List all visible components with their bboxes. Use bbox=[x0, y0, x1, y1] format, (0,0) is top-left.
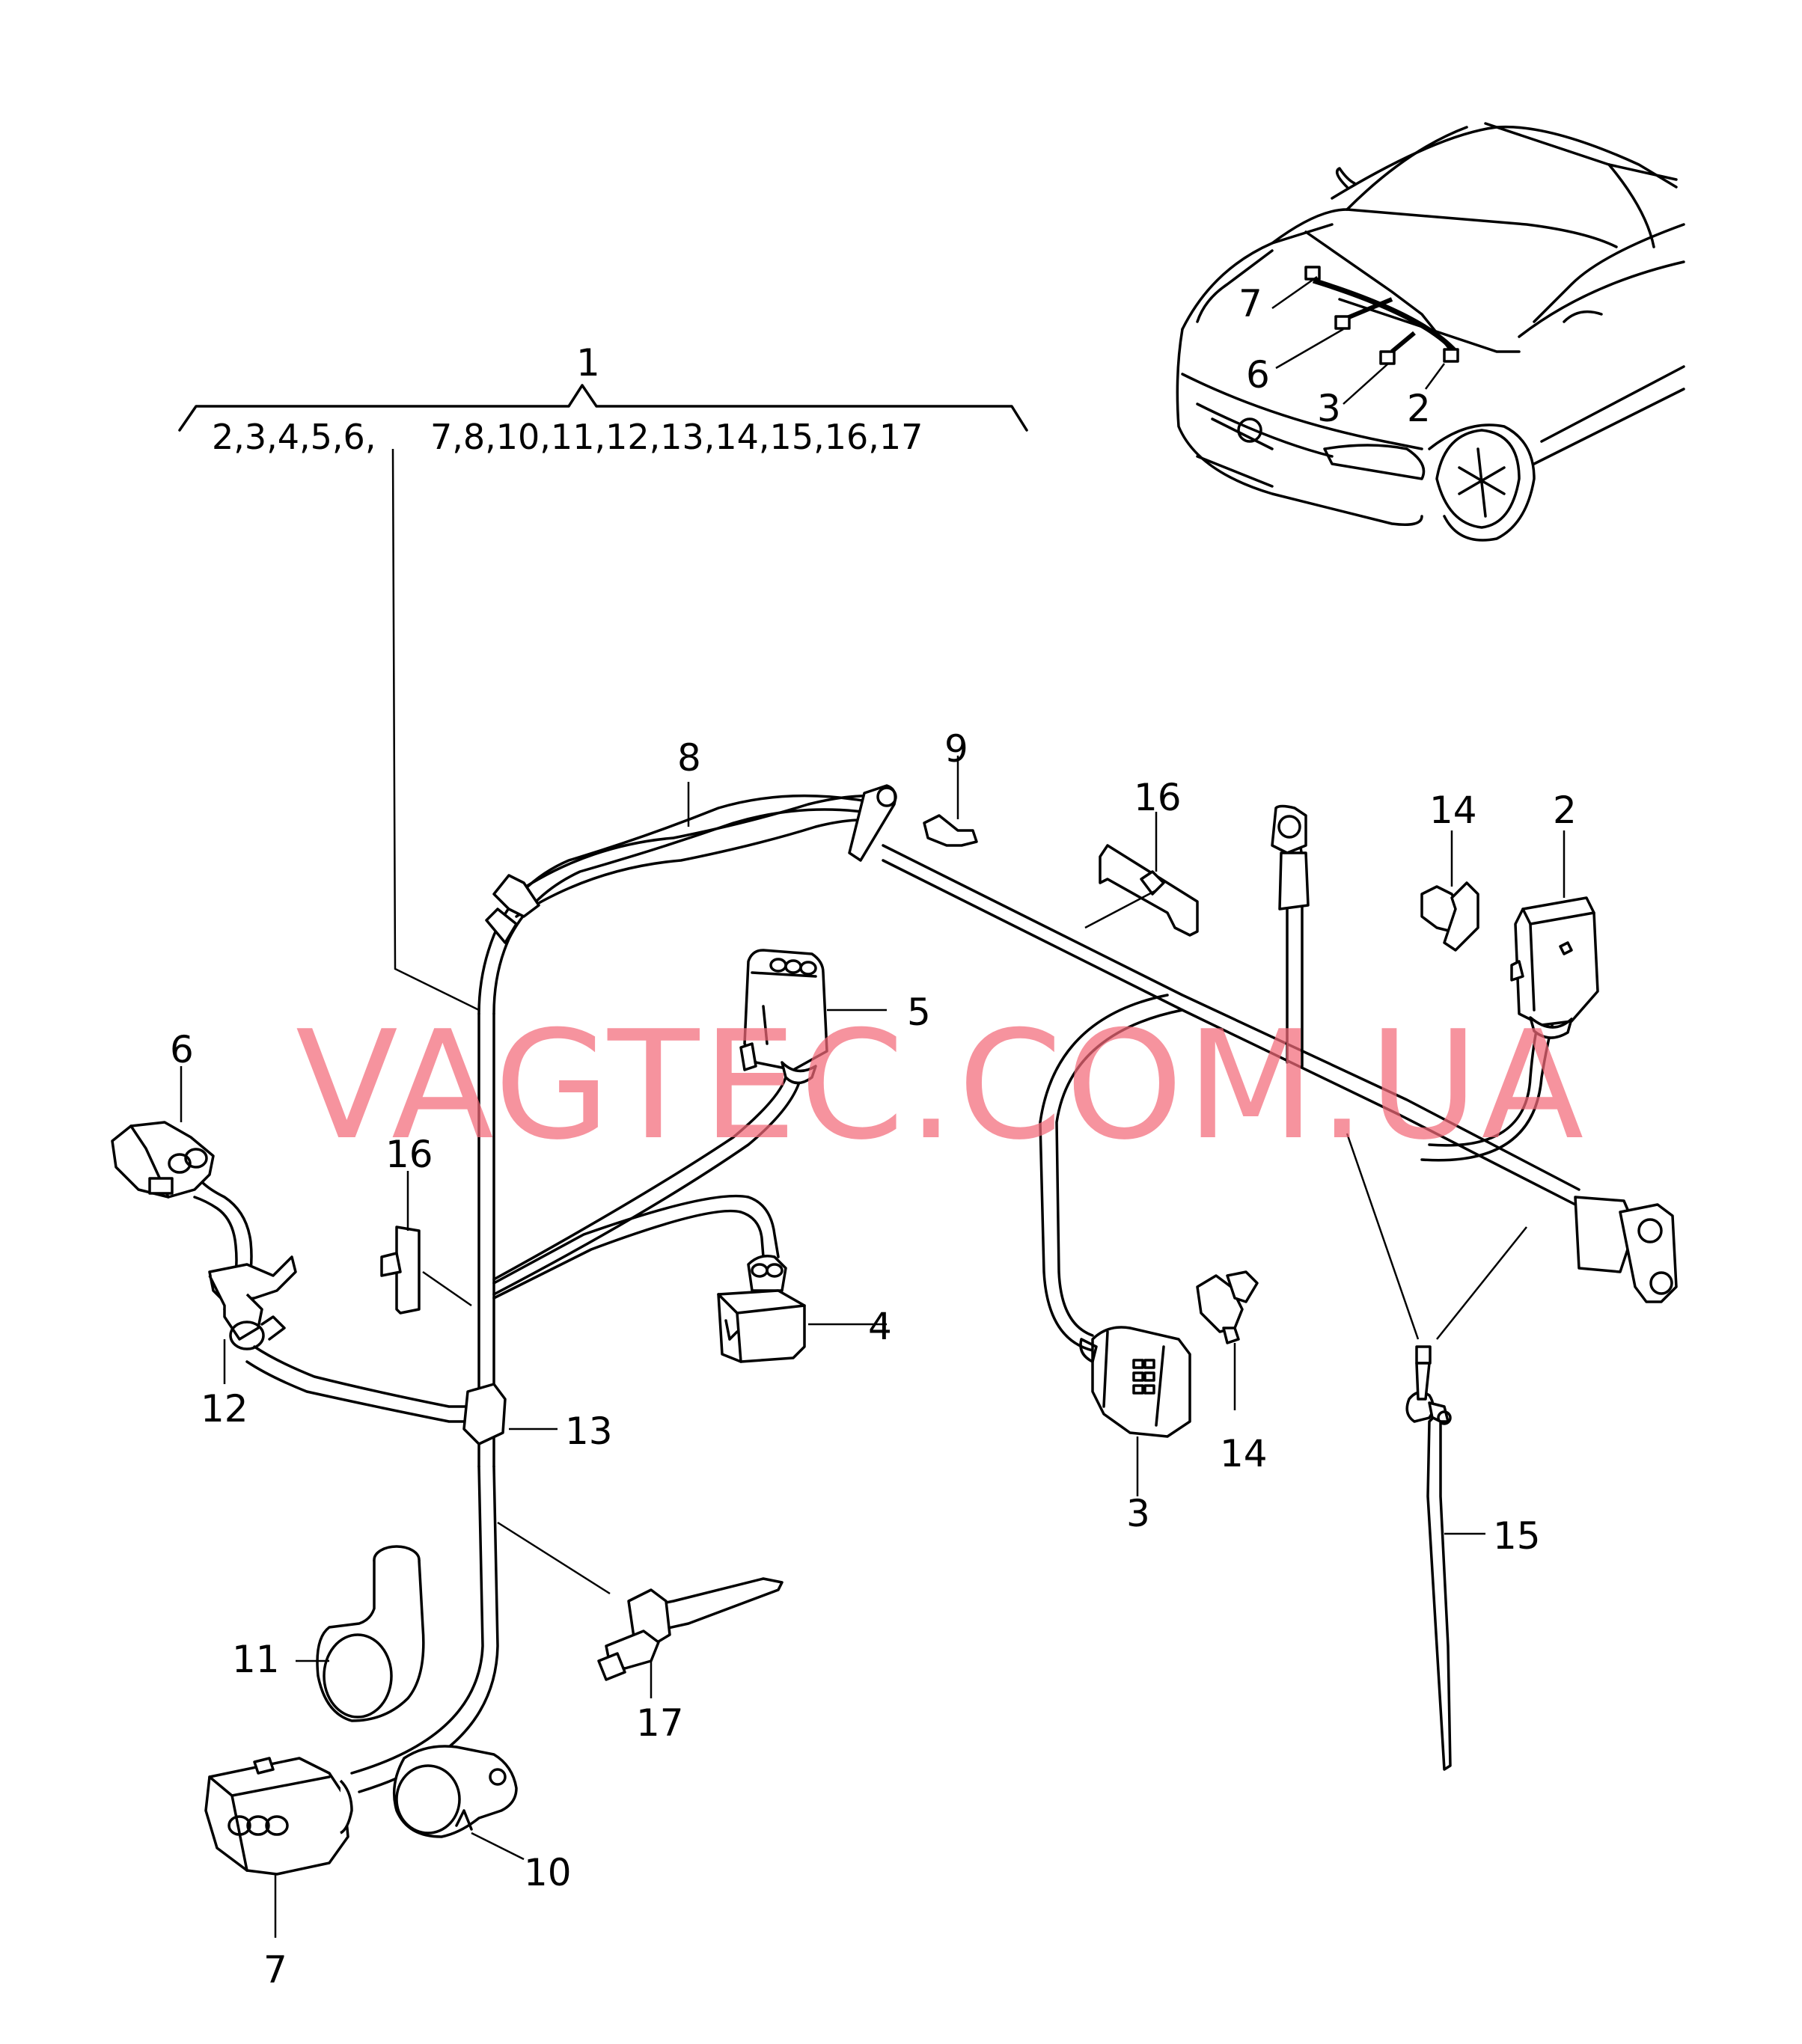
label-16-top: 16 bbox=[1134, 776, 1182, 819]
part-13-clip bbox=[462, 1383, 558, 1445]
label-2: 2 bbox=[1553, 789, 1577, 832]
part-9-pin bbox=[923, 756, 978, 847]
group-brace: 1 2,3,4,5,6, 7,8,10,11,12,13,14,15,16,17 bbox=[178, 341, 1028, 1012]
part-14-clip-top bbox=[1420, 830, 1479, 952]
inset-label-6: 6 bbox=[1246, 353, 1270, 397]
vehicle-inset: 7 6 3 2 bbox=[1176, 122, 1685, 542]
part-16-bracket-top bbox=[1084, 812, 1199, 937]
label-16-left: 16 bbox=[385, 1133, 433, 1176]
part-2-connector bbox=[1510, 830, 1599, 1039]
label-8: 8 bbox=[677, 736, 701, 780]
label-6: 6 bbox=[170, 1028, 194, 1071]
part-4-connector bbox=[717, 1255, 887, 1363]
part-12-clip bbox=[208, 1255, 297, 1384]
part-15-cable-tie bbox=[1346, 1133, 1527, 1771]
part-5-connector bbox=[739, 949, 887, 1085]
label-5: 5 bbox=[907, 991, 931, 1034]
inset-label-2: 2 bbox=[1407, 387, 1431, 430]
label-15: 15 bbox=[1493, 1514, 1541, 1558]
group-right-list: 7,8,10,11,12,13,14,15,16,17 bbox=[430, 417, 923, 457]
part-14-clip-lower bbox=[1196, 1270, 1259, 1410]
label-17: 17 bbox=[636, 1701, 684, 1745]
label-14-top: 14 bbox=[1429, 789, 1477, 832]
label-9: 9 bbox=[944, 727, 968, 771]
part-10-grommet bbox=[392, 1745, 525, 1861]
label-4: 4 bbox=[868, 1305, 892, 1348]
label-3: 3 bbox=[1126, 1492, 1150, 1535]
part-16-bracket-left bbox=[380, 1171, 472, 1315]
part-3-connector bbox=[1079, 1326, 1191, 1496]
ground-terminal-top bbox=[1271, 804, 1310, 911]
label-11: 11 bbox=[232, 1638, 280, 1681]
watermark-text: VAGTEC.COM.UA bbox=[296, 999, 1586, 1173]
callout-labels: 8 9 16 14 2 5 6 16 4 12 13 3 14 15 11 17… bbox=[170, 727, 1577, 1992]
label-13: 13 bbox=[565, 1410, 613, 1453]
group-left-list: 2,3,4,5,6, bbox=[212, 417, 376, 457]
group-number-label: 1 bbox=[576, 341, 600, 385]
part-17-cable-tie bbox=[497, 1521, 784, 1698]
part-7-connector bbox=[204, 1757, 353, 1938]
label-7: 7 bbox=[263, 1948, 287, 1992]
label-14-lower: 14 bbox=[1220, 1432, 1268, 1475]
inset-label-7: 7 bbox=[1239, 282, 1262, 325]
ground-terminal-right bbox=[1574, 1196, 1678, 1303]
inset-label-3: 3 bbox=[1317, 387, 1341, 430]
part-11-grommet bbox=[296, 1545, 425, 1722]
part-6-connector bbox=[111, 1066, 215, 1199]
label-12: 12 bbox=[201, 1387, 248, 1431]
label-10: 10 bbox=[524, 1851, 572, 1894]
